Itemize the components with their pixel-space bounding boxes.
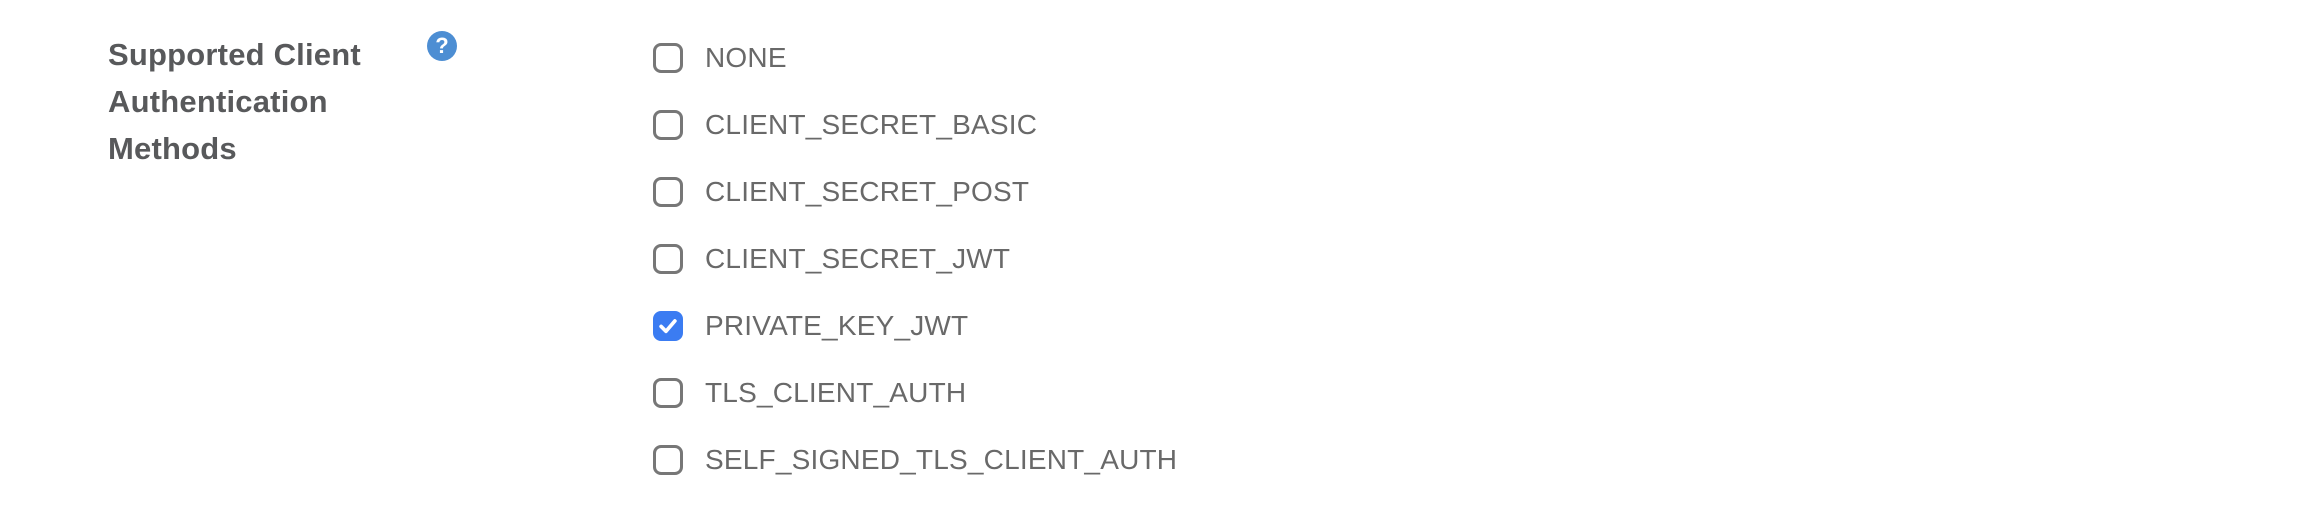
checkbox-option-tls-client-auth[interactable]: TLS_CLIENT_AUTH — [653, 359, 1177, 426]
checkbox-option-label: NONE — [705, 41, 787, 73]
checkbox-option-label: CLIENT_SECRET_JWT — [705, 242, 1011, 274]
checkbox-option-client-secret-post[interactable]: CLIENT_SECRET_POST — [653, 158, 1177, 225]
checkbox-option-client-secret-jwt[interactable]: CLIENT_SECRET_JWT — [653, 225, 1177, 292]
question-circle-icon[interactable]: ? — [427, 31, 457, 61]
checkbox-unchecked-icon[interactable] — [653, 444, 683, 475]
question-mark-glyph: ? — [435, 33, 449, 58]
checkbox-option-none[interactable]: NONE — [653, 24, 1177, 91]
checkbox-option-label: CLIENT_SECRET_BASIC — [705, 108, 1038, 140]
checkbox-option-client-secret-basic[interactable]: CLIENT_SECRET_BASIC — [653, 91, 1177, 158]
checkbox-option-self-signed-tls-client-auth[interactable]: SELF_SIGNED_TLS_CLIENT_AUTH — [653, 426, 1177, 493]
checkbox-option-private-key-jwt[interactable]: PRIVATE_KEY_JWT — [653, 292, 1177, 359]
checkbox-unchecked-icon[interactable] — [653, 243, 683, 274]
checkbox-unchecked-icon[interactable] — [653, 377, 683, 408]
checkbox-checked-icon[interactable] — [653, 310, 683, 341]
checkbox-option-label: SELF_SIGNED_TLS_CLIENT_AUTH — [705, 443, 1178, 475]
checkbox-option-label: CLIENT_SECRET_POST — [705, 175, 1030, 207]
check-mark-icon — [659, 318, 677, 333]
checkbox-unchecked-icon[interactable] — [653, 42, 683, 73]
checkbox-option-label: TLS_CLIENT_AUTH — [705, 376, 967, 408]
checkbox-option-label: PRIVATE_KEY_JWT — [705, 309, 969, 341]
checkbox-unchecked-icon[interactable] — [653, 176, 683, 207]
field-label: Supported Client Authentication Methods — [108, 37, 361, 166]
checkbox-unchecked-icon[interactable] — [653, 109, 683, 140]
checkbox-group: NONE CLIENT_SECRET_BASIC CLIENT_SECRET_POS… — [653, 24, 1177, 493]
